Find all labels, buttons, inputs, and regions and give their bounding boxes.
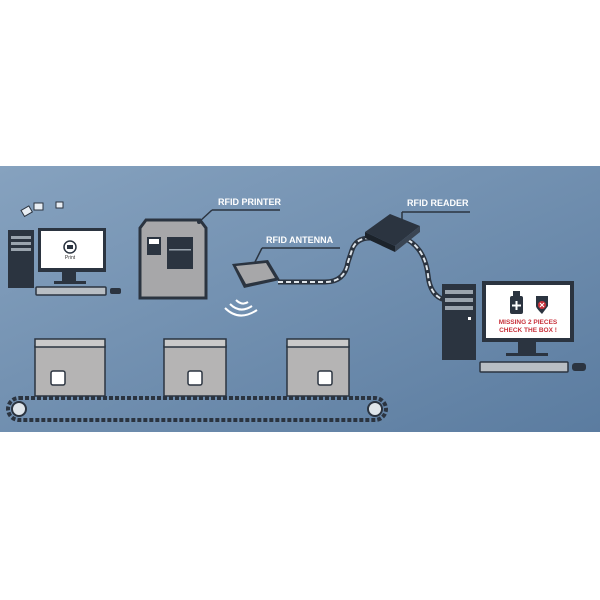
- right-computer: MISSING 2 PIECES CHECK THE BOX !: [442, 281, 586, 373]
- left-computer: Print: [8, 228, 121, 296]
- rfid-antenna-label: RFID ANTENNA: [266, 235, 334, 245]
- wireless-signal-icon: [224, 299, 258, 317]
- alert-message-line1: MISSING 2 PIECES: [499, 319, 558, 326]
- documents-icon: [20, 201, 64, 218]
- roller-left: [11, 401, 27, 417]
- rfid-tag-icon: [317, 370, 333, 386]
- spray-bottle-icon: [510, 291, 523, 314]
- rfid-tag-icon: [50, 370, 66, 386]
- keyboard: [479, 361, 569, 373]
- mouse: [110, 288, 121, 294]
- alert-message-line2: CHECK THE BOX !: [499, 327, 557, 334]
- pc-tower: [442, 284, 476, 360]
- rfid-printer: [138, 218, 208, 300]
- rfid-antenna: [232, 260, 280, 288]
- box-3: [286, 338, 350, 397]
- printer-label-pointer: [198, 209, 213, 223]
- conveyor-belt: [6, 396, 388, 422]
- rfid-reader-label: RFID READER: [407, 198, 469, 208]
- mouse: [572, 363, 586, 371]
- keyboard: [35, 286, 107, 296]
- roller-right: [367, 401, 383, 417]
- rfid-tag-icon: [187, 370, 203, 386]
- alert-shield-icon: [536, 296, 548, 314]
- rfid-reader: [365, 214, 420, 252]
- rfid-printer-label: RFID PRINTER: [218, 197, 282, 207]
- print-button-label[interactable]: Print: [65, 255, 76, 261]
- pc-tower: [8, 230, 34, 288]
- box-2: [163, 338, 227, 397]
- box-1: [34, 338, 106, 397]
